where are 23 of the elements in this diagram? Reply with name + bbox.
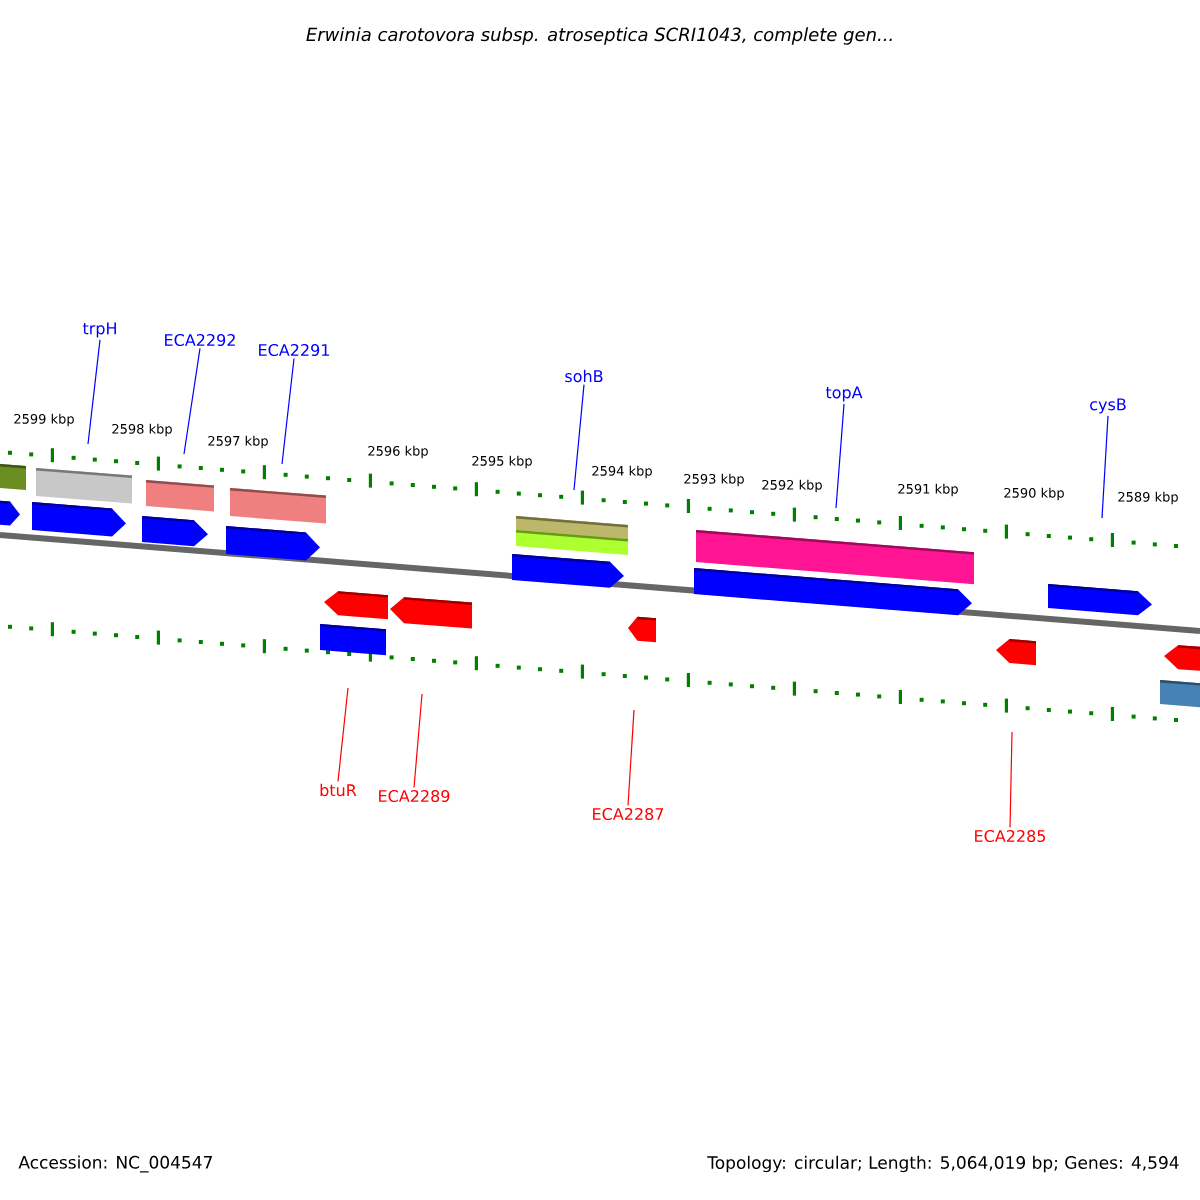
gene-label: ECA2289 — [379, 789, 450, 803]
leader-line — [87, 339, 101, 445]
gene-label: sohB — [565, 369, 603, 383]
leader-line — [627, 709, 635, 807]
leader-line — [281, 357, 295, 465]
gene-label: ECA2287 — [593, 807, 664, 821]
leader-line — [337, 687, 349, 782]
leader-line — [183, 347, 201, 455]
title: Erwinia carotovora subsp. atroseptica SCRI1043, complete gen... — [306, 27, 892, 45]
gene-label: btuR — [320, 783, 357, 797]
genome-info-text: Topology: circular; Length: 5,064,019 bp; Genes: 4,594 — [707, 1155, 1179, 1173]
gene-label: ECA2285 — [975, 829, 1046, 843]
gene-label: cysB — [1090, 398, 1126, 414]
leader-line — [1101, 415, 1109, 519]
gene-label: trpH — [82, 322, 116, 338]
gene-label: ECA2292 — [165, 333, 235, 347]
leader-line — [413, 693, 423, 789]
gene-label: topA — [825, 386, 863, 402]
leader-line — [835, 403, 845, 509]
leader-line — [1009, 731, 1013, 829]
gene-label: ECA2291 — [259, 343, 329, 357]
leader-line — [573, 384, 585, 491]
accession-text: Accession: NC_004547 — [18, 1155, 212, 1173]
